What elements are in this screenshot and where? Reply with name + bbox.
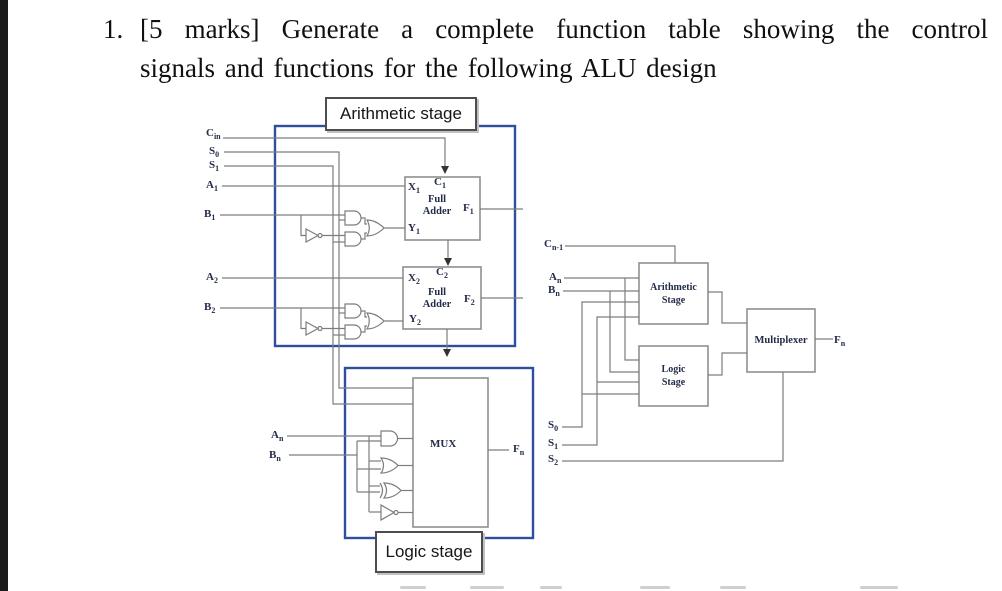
- xor-gate: [382, 482, 402, 499]
- not-gate: [305, 320, 320, 337]
- or-gate: [365, 219, 385, 237]
- not-gate: [305, 227, 320, 244]
- cin-label: Cin: [206, 127, 221, 142]
- not-gate: [380, 503, 396, 522]
- fn-right-label: Fn: [834, 334, 846, 349]
- and-gate: [380, 430, 399, 447]
- arrowheads: [441, 166, 452, 357]
- adder2-f-label: F2: [464, 293, 475, 308]
- b1-label: B1: [204, 208, 216, 223]
- multiplexer-text: Multiplexer: [754, 335, 808, 346]
- adder2-y-label: Y2: [409, 313, 421, 328]
- question-text-line2: signals and functions for the following …: [140, 53, 717, 83]
- and-gate: [344, 303, 362, 319]
- s0-right-label: S0: [548, 419, 559, 434]
- or-gate: [365, 312, 385, 330]
- s2-right-label: S2: [548, 453, 559, 468]
- or-gate: [379, 457, 399, 474]
- adder1-f-label: F1: [463, 202, 474, 217]
- b1-input-gates: [305, 210, 385, 247]
- not-bubble: [317, 325, 323, 332]
- and-gate: [344, 231, 362, 247]
- adder2-x-label: X2: [408, 272, 420, 287]
- b2-input-gates: [305, 303, 385, 340]
- an-left-label: An: [271, 429, 284, 444]
- adder1-c-label: C1: [434, 176, 446, 191]
- a1-label: A1: [206, 179, 218, 194]
- logic-stage-gates: [379, 430, 402, 522]
- mux-label: MUX: [430, 438, 457, 450]
- adder1-x-label: X1: [408, 181, 420, 196]
- arithmetic-stage-box: [638, 262, 709, 325]
- fn-left-label: Fn: [513, 443, 525, 458]
- s1-right-label: S1: [548, 437, 559, 452]
- and-gate: [344, 324, 362, 340]
- carry1-arrow: [444, 258, 452, 266]
- block-diagram-wiring: [562, 245, 833, 462]
- scan-edge-bar: [0, 0, 8, 591]
- carry2-arrow: [443, 349, 451, 357]
- and-gate: [344, 210, 362, 226]
- arithmetic-stage-frame: [273, 124, 517, 348]
- an-right-label: An: [549, 271, 562, 286]
- s0-label: S0: [209, 145, 220, 160]
- s1-label: S1: [209, 159, 220, 174]
- mux-box: [412, 377, 489, 528]
- a2-label: A2: [206, 271, 218, 286]
- not-bubble: [393, 509, 399, 516]
- logic-stage-caption: Logic stage: [375, 531, 483, 573]
- b2-label: B2: [204, 301, 216, 316]
- cn1-label: Cn-1: [544, 238, 564, 253]
- arithmetic-stage-caption: Arithmetic stage: [325, 97, 477, 131]
- adder1-y-label: Y1: [408, 222, 420, 237]
- detailed-diagram-wiring: [220, 137, 523, 514]
- question-text-line1: [5 marks] Generate a complete function t…: [140, 14, 988, 44]
- adder2-c-label: C2: [436, 266, 448, 281]
- not-bubble: [317, 232, 323, 239]
- question-number: 1.: [103, 14, 124, 44]
- logic-stage-box: [638, 345, 709, 407]
- bn-left-label: Bn: [269, 449, 281, 464]
- multiplexer-box: [746, 308, 816, 373]
- bn-right-label: Bn: [548, 284, 560, 299]
- xor-input-arc: [379, 482, 384, 499]
- carry-in-arrow: [441, 166, 449, 174]
